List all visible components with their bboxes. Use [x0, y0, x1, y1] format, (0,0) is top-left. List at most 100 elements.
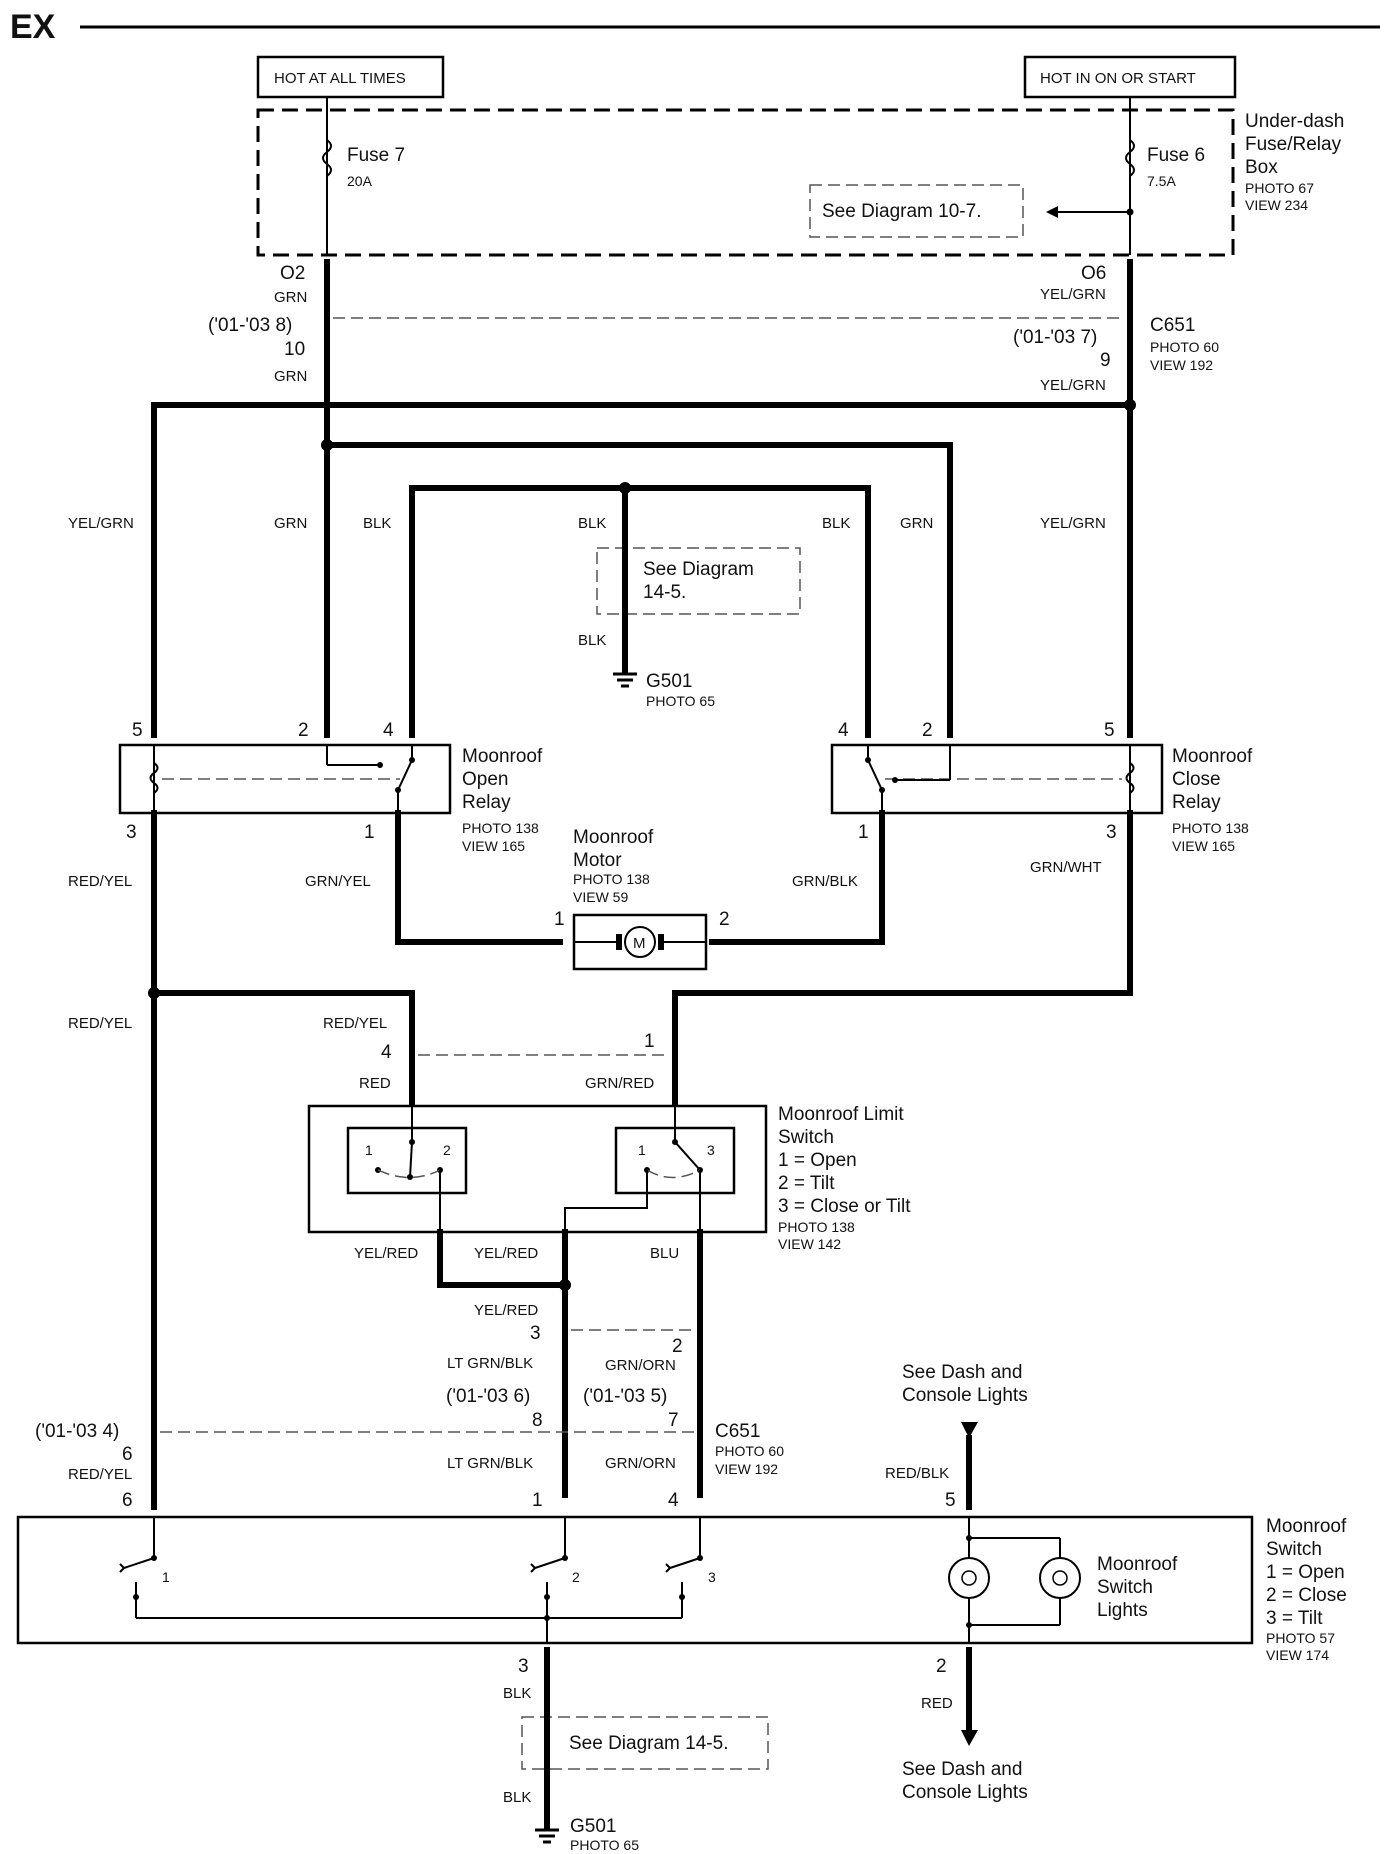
wire-label-yel-red-1: YEL/RED [354, 1245, 418, 1262]
wire-label-blk-1: BLK [363, 515, 391, 532]
open-relay-name-3: Relay [462, 792, 511, 813]
open-relay-contact-icon [326, 745, 415, 813]
limit-switch-pin4: 4 [381, 1042, 392, 1063]
close-relay-pin5: 5 [1104, 720, 1115, 741]
motor-name-1: Moonroof [573, 827, 654, 848]
see-diagram-14-5-bottom-bg [562, 1725, 762, 1761]
close-relay-pin2: 2 [922, 720, 933, 741]
open-relay-view: VIEW 165 [462, 838, 525, 854]
wire-label-blu: BLU [650, 1245, 679, 1262]
wire-grn-yel-to-motor [395, 810, 563, 945]
wire-label-blk-4: BLK [578, 632, 606, 649]
c651-bot-pin6: 6 [122, 1444, 133, 1465]
wire-label-grn-yel: GRN/YEL [305, 873, 371, 890]
c651-bot-name: C651 [715, 1421, 760, 1442]
wire-label-grn-orn-2: GRN/ORN [605, 1455, 676, 1472]
motor-pin1: 1 [554, 909, 565, 930]
close-relay-pin3: 3 [1106, 822, 1117, 843]
open-relay-pin1: 1 [364, 822, 375, 843]
hot-in-on-or-start-label: HOT IN ON OR START [1040, 70, 1196, 87]
moonroof-switch-name-2: Switch [1266, 1539, 1322, 1560]
limit-switch-name-2: Switch [778, 1127, 834, 1148]
close-relay-coil-icon [1125, 745, 1135, 813]
limit-switch-a-1: 1 [365, 1142, 373, 1158]
switch-pin3: 3 [518, 1656, 529, 1677]
c651-top-photo: PHOTO 60 [1150, 339, 1219, 355]
fuse-box-name-1: Under-dash [1245, 111, 1344, 132]
switch-pin4: 4 [668, 1490, 679, 1511]
fuse-box-outline [256, 108, 1235, 257]
fuse7-icon [322, 139, 332, 177]
moonroof-switch-legend-3: 3 = Tilt [1266, 1608, 1323, 1629]
close-relay-name-3: Relay [1172, 792, 1221, 813]
wire-label-yel-red-2: YEL/RED [474, 1245, 538, 1262]
c651-bot-photo: PHOTO 60 [715, 1443, 784, 1459]
switch-lights-name-2: Switch [1097, 1577, 1153, 1598]
motor-pin2: 2 [719, 909, 730, 930]
moonroof-switch-contact-3-icon [665, 1517, 703, 1618]
wire-label-red: RED [359, 1075, 391, 1092]
motor-photo: PHOTO 138 [573, 871, 650, 887]
wire-label-yel-grn-4: YEL/GRN [1040, 515, 1106, 532]
c651-top-left-year: ('01-'03 8) [208, 315, 292, 336]
wire-label-red-yel-3: RED/YEL [323, 1015, 387, 1032]
open-relay-box [118, 743, 452, 815]
wire-label-red-yel-4: RED/YEL [68, 1466, 132, 1483]
limit-switch-a-2: 2 [443, 1142, 451, 1158]
switch-pin6: 6 [122, 1490, 133, 1511]
fuse7-label: Fuse 7 [347, 145, 405, 166]
switch-pin1: 1 [532, 1490, 543, 1511]
dash-lights-bottom-2: Console Lights [902, 1782, 1028, 1803]
see-diagram-14-5-bottom-box [521, 1716, 769, 1770]
wire-label-lt-grn-blk-1: LT GRN/BLK [447, 1355, 533, 1372]
moonroof-switch-name-1: Moonroof [1266, 1516, 1347, 1537]
moonroof-switch-lights-icon [948, 1517, 1081, 1643]
fuse-box-view: VIEW 234 [1245, 197, 1308, 213]
open-relay-pin4: 4 [383, 720, 394, 741]
wire-label-red-2: RED [921, 1695, 953, 1712]
limit-switch-legend-2: 2 = Tilt [778, 1173, 835, 1194]
fuse6-branch-arrow [1046, 206, 1058, 218]
switch-sw2: 2 [572, 1569, 580, 1585]
wire-label-blk-6: BLK [503, 1789, 531, 1806]
diagram-title: EX [10, 8, 56, 46]
c651-bot-year-right: ('01-'03 5) [583, 1386, 667, 1407]
c651-top-left-pin: 10 [284, 339, 305, 360]
wire-grn-wht-to-limit [672, 990, 1133, 1043]
g501-bottom-photo: PHOTO 65 [570, 1837, 639, 1853]
ground-icon-bottom [535, 1828, 559, 1844]
moonroof-switch-legend-1: 1 = Open [1266, 1562, 1345, 1583]
fuse-box-name-2: Fuse/Relay [1245, 134, 1342, 155]
limit-switch-b-contact-icon [564, 1106, 703, 1232]
switch-lights-name-3: Lights [1097, 1600, 1148, 1621]
wire-label-blk-3: BLK [822, 515, 850, 532]
open-relay-pin5: 5 [132, 720, 143, 741]
wire-label-grn-blk: GRN/BLK [792, 873, 858, 890]
close-relay-contact-icon [865, 745, 951, 813]
open-relay-name-1: Moonroof [462, 746, 543, 767]
dash-lights-bottom-1: See Dash and [902, 1759, 1022, 1780]
switch-sw1: 1 [162, 1569, 170, 1585]
fuse-box-o2: O2 [280, 263, 305, 284]
c651-bot-year-left: ('01-'03 4) [35, 1421, 119, 1442]
wire-label-grn-orn-1: GRN/ORN [605, 1357, 676, 1374]
c651-bot-pin7: 7 [668, 1410, 679, 1431]
hot-in-on-or-start-box [1023, 55, 1237, 99]
wire-label-yel-grn-3: YEL/GRN [68, 515, 134, 532]
see-diagram-10-7-box [809, 184, 1024, 238]
limit-switch-view: VIEW 142 [778, 1236, 841, 1252]
g501-top-name: G501 [646, 671, 692, 692]
motor-view: VIEW 59 [573, 889, 628, 905]
dash-lights-top-arrow [961, 1422, 978, 1438]
wire-label-grn-1: GRN [274, 289, 307, 306]
fuse-box-name-3: Box [1245, 157, 1278, 178]
wire-label-yel-grn-1: YEL/GRN [1040, 286, 1106, 303]
wire-label-grn-wht: GRN/WHT [1030, 859, 1102, 876]
wire-label-grn-4: GRN [900, 515, 933, 532]
hot-at-all-times-label: HOT AT ALL TIMES [274, 70, 406, 87]
open-relay-pin2: 2 [298, 720, 309, 741]
dash-lights-top-1: See Dash and [902, 1362, 1022, 1383]
moonroof-switch-legend-2: 2 = Close [1266, 1585, 1347, 1606]
see-diagram-14-5-top-2: 14-5. [643, 582, 686, 603]
limit-switch-name-1: Moonroof Limit [778, 1104, 904, 1125]
